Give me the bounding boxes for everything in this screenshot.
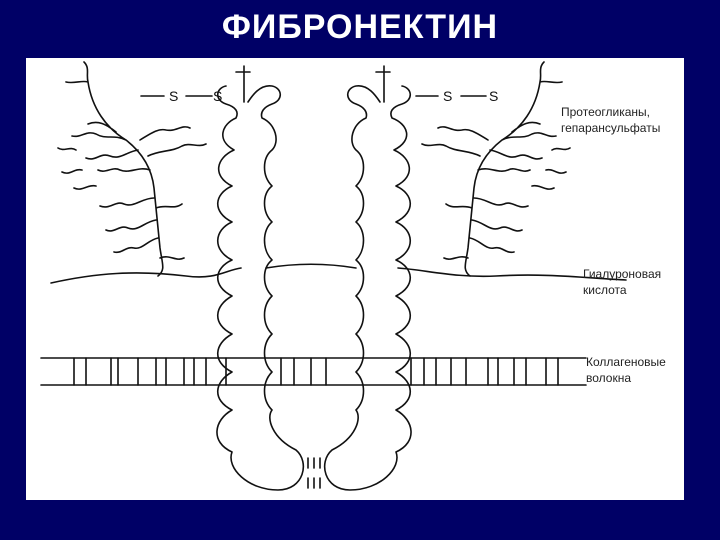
label-proteoglycans-line1: Протеогликаны, <box>561 105 650 119</box>
label-hyaluronic-line1: Гиалуроновая <box>583 267 661 281</box>
fibronectin-left-chain <box>216 85 305 491</box>
disulfide-s-right-2: S <box>489 88 498 104</box>
diagram-svg: S S S S Протеогликаны, гепарансульфаты Г… <box>40 61 666 491</box>
hyaluronic-acid-strand <box>50 263 627 284</box>
collagen-fibers <box>40 357 587 386</box>
fibronectin-right-chain <box>323 85 412 491</box>
disulfide-s-right-1: S <box>443 88 452 104</box>
right-chain-terminal <box>375 65 391 103</box>
slide-title: ФИБРОНЕКТИН <box>221 8 499 46</box>
label-collagen-line1: Коллагеновые <box>586 355 666 369</box>
left-chain-terminal <box>235 65 251 103</box>
disulfide-s-left-2: S <box>213 88 222 104</box>
fibronectin-diagram: S S S S Протеогликаны, гепарансульфаты Г… <box>26 58 684 500</box>
interchain-disulfide-bonds <box>307 457 321 489</box>
label-collagen-line2: волокна <box>586 371 631 385</box>
label-proteoglycans-line2: гепарансульфаты <box>561 121 660 135</box>
label-hyaluronic-line2: кислота <box>583 283 627 297</box>
proteoglycan-right-tree <box>421 61 571 277</box>
disulfide-s-left-1: S <box>169 88 178 104</box>
proteoglycan-left-tree <box>57 61 207 277</box>
